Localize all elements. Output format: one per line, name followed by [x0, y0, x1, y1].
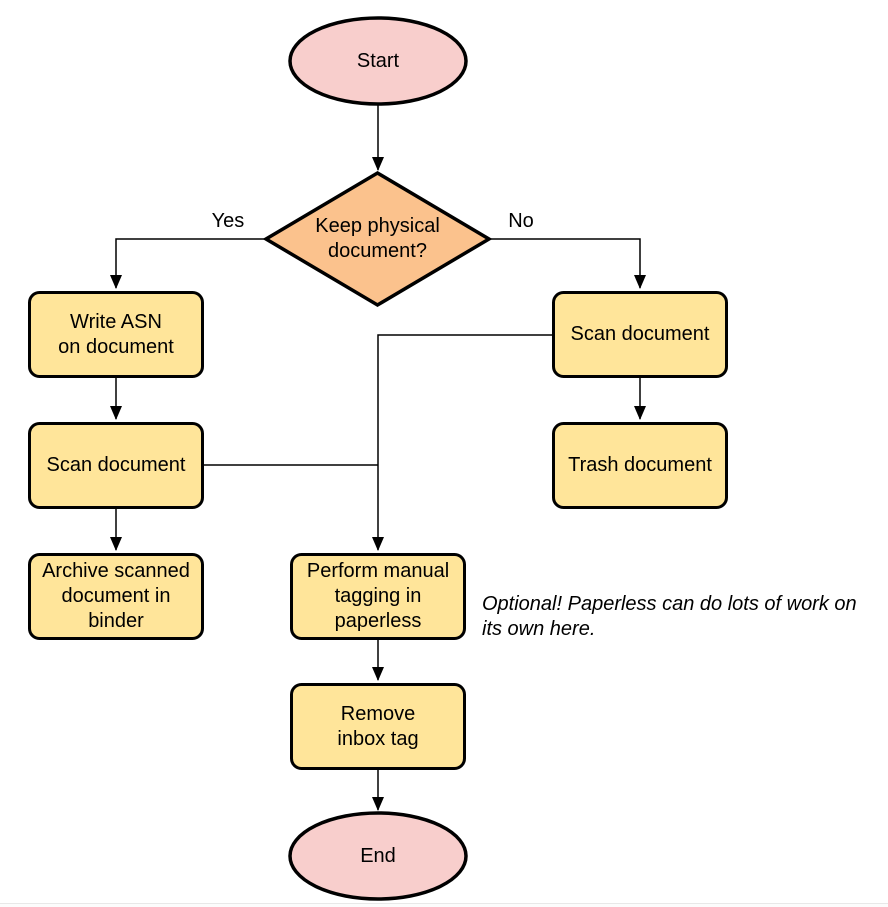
optional-annotation: Optional! Paperless can do lots of work …	[482, 593, 857, 640]
scan-left-node-label: Scan document	[46, 454, 186, 476]
decision-node	[262, 170, 493, 308]
write-asn-node-label: Write ASN on document	[58, 310, 174, 358]
remove-inbox-node	[290, 683, 466, 770]
trash-node-label: Trash document	[568, 454, 712, 476]
trash-node	[552, 422, 728, 509]
scan-right-node	[552, 291, 728, 378]
decision-node-label: Keep physical document?	[315, 215, 440, 262]
page-bottom-divider	[0, 903, 888, 907]
scan-left-node	[28, 422, 204, 509]
start-node	[288, 16, 468, 106]
no-branch-label: No	[508, 210, 534, 232]
remove-inbox-node-label: Remove inbox tag	[337, 702, 419, 750]
tagging-node	[290, 553, 466, 640]
yes-branch-label: Yes	[211, 210, 245, 232]
archive-node-label: Archive scanned document in binder	[42, 560, 190, 632]
edge-scan-right-to-tagging	[372, 334, 552, 551]
write-asn-node	[28, 291, 204, 378]
start-node-label: Start	[356, 49, 400, 72]
end-node-label: End	[360, 844, 396, 867]
archive-node	[28, 553, 204, 640]
edge-decision-no-to-scan-right	[490, 238, 646, 289]
end-node	[288, 811, 468, 901]
tagging-node-label: Perform manual tagging in paperless	[306, 560, 450, 632]
edge-decision-yes-to-write-asn	[110, 238, 265, 289]
scan-right-node-label: Scan document	[570, 323, 710, 345]
